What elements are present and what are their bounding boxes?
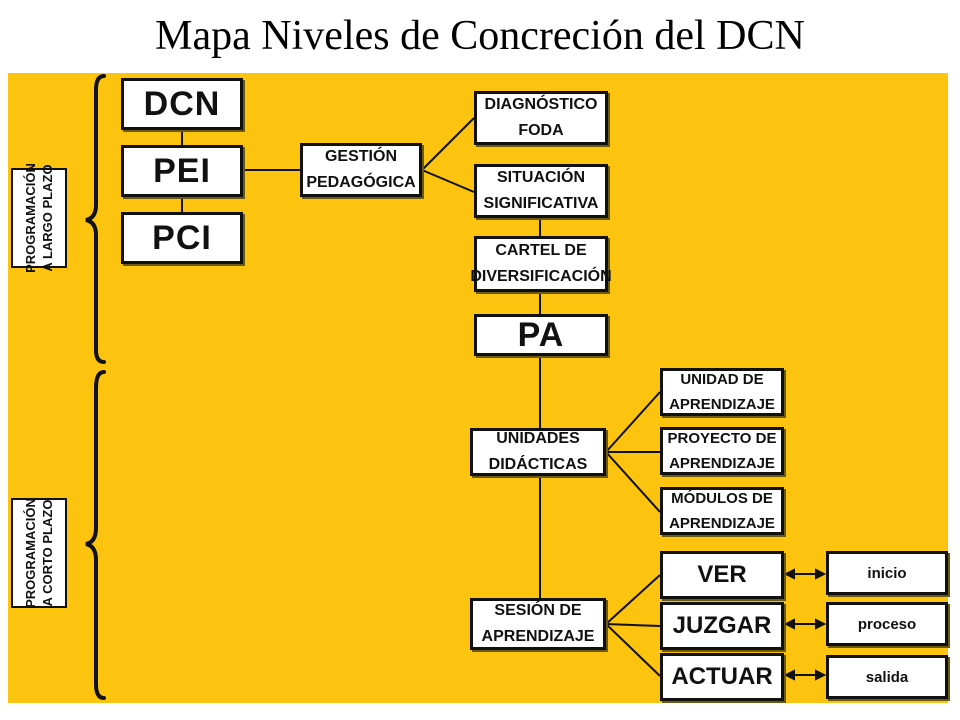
box-pci-label: PCI	[152, 218, 212, 257]
side-label-long-term-line1: PROGRAMACIÓN	[23, 163, 38, 273]
box-actuar: ACTUAR	[660, 653, 784, 701]
box-inicio-label: inicio	[867, 564, 907, 582]
box-sesion-aprendizaje: SESIÓN DE APRENDIZAJE	[470, 598, 606, 650]
box-modulos-aprendizaje: MÓDULOS DE APRENDIZAJE	[660, 487, 784, 535]
box-proyecto-aprendizaje: PROYECTO DE APRENDIZAJE	[660, 427, 784, 475]
box-situacion-line2: SIGNIFICATIVA	[483, 195, 599, 212]
box-dcn-label: DCN	[143, 84, 221, 123]
box-gestion-line2: PEDAGÓGICA	[306, 174, 416, 191]
box-salida-label: salida	[865, 668, 909, 686]
box-pci: PCI	[121, 212, 243, 264]
box-unidad-line1: UNIDAD DE	[680, 371, 764, 388]
box-diagnostico-foda: DIAGNÓSTICO FODA	[474, 91, 608, 145]
box-diagnostico-line2: FODA	[518, 122, 564, 139]
box-gestion-pedagogica: GESTIÓN PEDAGÓGICA	[300, 143, 422, 197]
box-unidades-line2: DIDÁCTICAS	[488, 456, 588, 473]
box-ver: VER	[660, 551, 784, 599]
side-label-long-term: PROGRAMACIÓN A LARGO PLAZO	[11, 163, 67, 273]
box-ver-label: VER	[697, 561, 747, 588]
box-actuar-label: ACTUAR	[671, 663, 773, 690]
box-pei-label: PEI	[153, 151, 211, 190]
side-label-long-term-line2: A LARGO PLAZO	[40, 164, 55, 272]
box-cartel-line2: DIVERSIFICACIÓN	[470, 268, 612, 285]
side-label-short-term-line1: PROGRAMACIÓN	[23, 498, 38, 608]
box-proceso-label: proceso	[857, 615, 917, 633]
box-modulos-line1: MÓDULOS DE	[671, 490, 773, 507]
page-title: Mapa Niveles de Concreción del DCN	[155, 13, 805, 59]
box-proyecto-line2: APRENDIZAJE	[669, 455, 775, 472]
brace-short-term	[85, 370, 106, 700]
box-cartel-diversificacion: CARTEL DE DIVERSIFICACIÓN	[470, 236, 612, 292]
box-inicio: inicio	[826, 551, 948, 595]
box-unidades-didacticas: UNIDADES DIDÁCTICAS	[470, 428, 606, 476]
box-salida: salida	[826, 655, 948, 699]
box-pa: PA	[474, 314, 608, 356]
box-juzgar: JUZGAR	[660, 602, 784, 650]
box-dcn: DCN	[121, 78, 243, 130]
side-label-short-term-line2: A CORTO PLAZO	[40, 499, 55, 607]
box-gestion-line1: GESTIÓN	[324, 148, 397, 165]
box-diagnostico-line1: DIAGNÓSTICO	[484, 96, 598, 113]
box-sesion-line1: SESIÓN DE	[494, 602, 582, 619]
box-pei: PEI	[121, 145, 243, 197]
box-situacion-line1: SITUACIÓN	[497, 169, 585, 186]
box-sesion-line2: APRENDIZAJE	[481, 628, 595, 645]
box-cartel-line1: CARTEL DE	[495, 242, 587, 259]
box-modulos-line2: APRENDIZAJE	[669, 515, 775, 532]
box-proceso: proceso	[826, 602, 948, 646]
box-unidad-line2: APRENDIZAJE	[669, 396, 775, 413]
box-proyecto-line1: PROYECTO DE	[667, 430, 777, 447]
brace-long-term	[85, 74, 106, 364]
box-unidad-aprendizaje: UNIDAD DE APRENDIZAJE	[660, 368, 784, 416]
box-pa-label: PA	[517, 315, 565, 354]
box-situacion-significativa: SITUACIÓN SIGNIFICATIVA	[474, 164, 608, 218]
side-label-short-term: PROGRAMACIÓN A CORTO PLAZO	[11, 498, 67, 608]
box-unidades-line1: UNIDADES	[496, 430, 580, 447]
box-juzgar-label: JUZGAR	[672, 612, 772, 639]
